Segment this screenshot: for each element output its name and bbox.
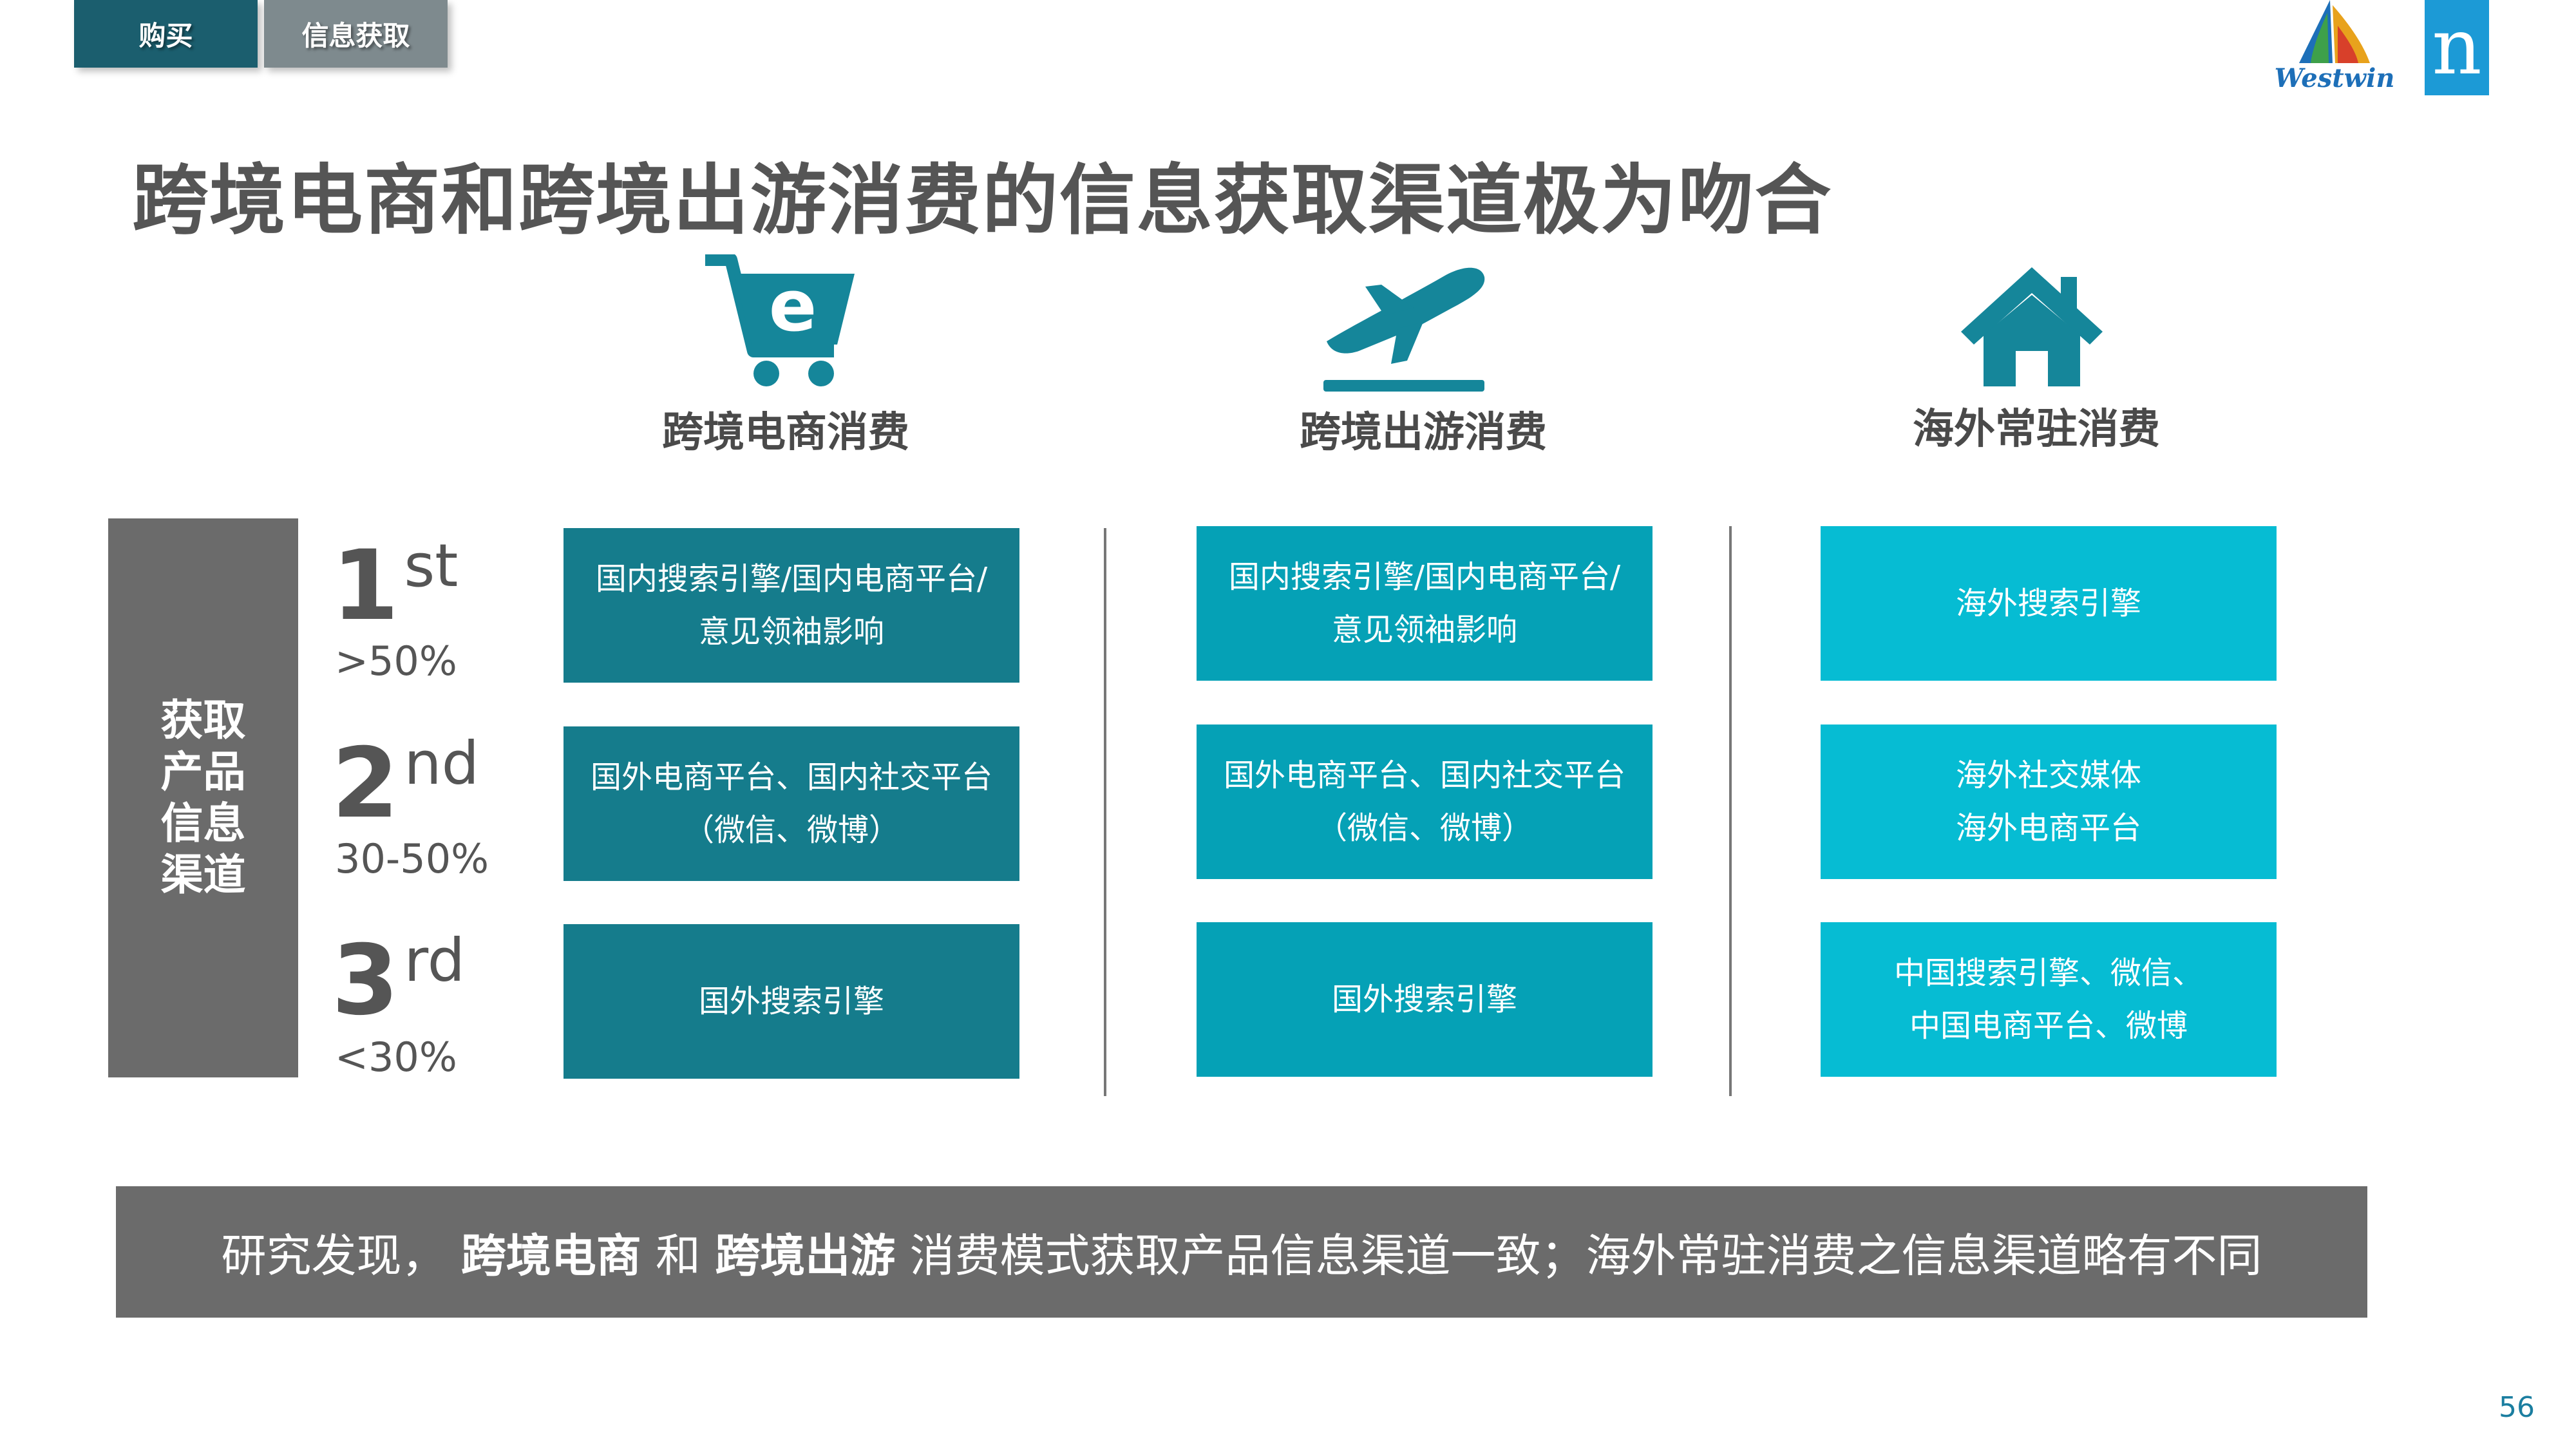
westwin-logo: Westwin [2273,0,2396,97]
rank-1: 1st [332,530,459,642]
channel-box-ecommerce-3: 国外搜索引擎 [564,924,1019,1079]
column-label-overseas-resident: 海外常驻消费 [1913,406,2160,453]
channel-box-ecommerce-2: 国外电商平台、国内社交平台（微信、微博） [564,726,1019,881]
channel-box-travel-1: 国内搜索引擎/国内电商平台/意见领袖影响 [1197,526,1653,681]
house-icon [1961,267,2103,386]
channel-box-overseas-3: 中国搜索引擎、微信、中国电商平台、微博 [1821,922,2277,1077]
column-label-cross-border-travel: 跨境出游消费 [1300,409,1547,457]
column-divider-2 [1729,526,1732,1096]
conclusion-banner: 研究发现， 跨境电商 和 跨境出游 消费模式获取产品信息渠道一致；海外常驻消费之… [116,1186,2367,1318]
channel-box-travel-3: 国外搜索引擎 [1197,922,1653,1077]
page-number: 56 [2499,1391,2535,1424]
shopping-cart-icon: e [705,254,855,386]
nielsen-logo: n [2425,0,2489,95]
channel-box-ecommerce-1: 国内搜索引擎/国内电商平台/意见领袖影响 [564,528,1019,683]
channel-box-overseas-2: 海外社交媒体海外电商平台 [1821,724,2277,879]
westwin-logo-text: Westwin [2274,63,2395,93]
rank-2-percent: 30-50% [335,835,489,882]
rank-1-percent: >50% [335,638,457,685]
sail-icon [2299,0,2370,63]
page-title: 跨境电商和跨境出游消费的信息获取渠道极为吻合 [132,156,1833,245]
rank-3: 3rd [332,925,465,1037]
channel-box-overseas-1: 海外搜索引擎 [1821,526,2277,681]
side-label-bar: 获取产品信息渠道 [108,518,298,1077]
rank-2: 2nd [332,728,480,840]
column-divider-1 [1104,528,1106,1096]
side-label: 获取产品信息渠道 [160,696,246,900]
airplane-takeoff-icon [1323,267,1485,392]
channel-box-travel-2: 国外电商平台、国内社交平台（微信、微博） [1197,724,1653,879]
column-label-cross-border-ecommerce: 跨境电商消费 [662,409,909,457]
tab-info-acquisition[interactable]: 信息获取 [264,0,448,68]
rank-3-percent: <30% [335,1034,457,1081]
tab-purchase[interactable]: 购买 [74,0,258,68]
svg-text:e: e [769,265,817,347]
